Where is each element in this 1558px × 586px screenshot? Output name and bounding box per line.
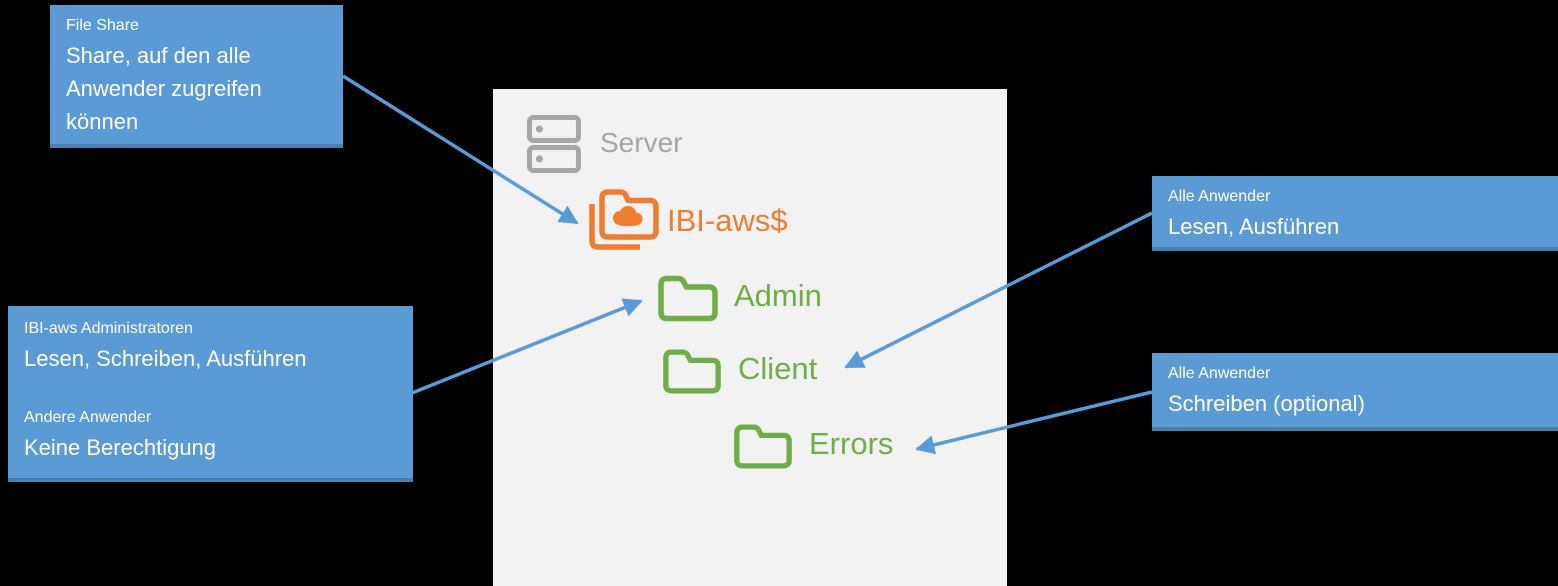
callout-section-title: Andere Anwender bbox=[24, 409, 152, 426]
folder-errors-icon bbox=[734, 424, 792, 469]
callout-section-body: Keine Berechtigung bbox=[24, 435, 217, 460]
server-icon bbox=[527, 115, 581, 173]
callout-body: Share, auf den alle Anwender zugreifen k… bbox=[66, 43, 262, 134]
folder-admin-icon bbox=[658, 275, 718, 322]
callout-title: Alle Anwender bbox=[1168, 365, 1271, 382]
shared-cloud-folder-icon bbox=[589, 189, 659, 250]
folder-admin-label: Admin bbox=[734, 278, 822, 313]
callout-errors-permissions: Alle Anwender Schreiben (optional) bbox=[1152, 353, 1558, 431]
callout-section-body: Lesen, Schreiben, Ausführen bbox=[24, 346, 307, 371]
callout-body: Lesen, Ausführen bbox=[1168, 214, 1340, 239]
folder-errors-label: Errors bbox=[809, 426, 894, 461]
folder-client-icon bbox=[663, 349, 721, 394]
callout-section-title: IBI-aws Administratoren bbox=[24, 320, 193, 337]
callout-title: File Share bbox=[66, 17, 139, 34]
callout-title: Alle Anwender bbox=[1168, 188, 1271, 205]
callout-spacer bbox=[24, 375, 397, 405]
callout-admin-permissions: IBI-aws Administratoren Lesen, Schreiben… bbox=[8, 306, 413, 482]
cloud-icon bbox=[613, 206, 643, 226]
folder-client-label: Client bbox=[738, 351, 818, 386]
server-label: Server bbox=[600, 127, 683, 158]
callout-client-permissions: Alle Anwender Lesen, Ausführen bbox=[1152, 176, 1558, 251]
share-label: IBI-aws$ bbox=[667, 203, 788, 238]
callout-file-share: File Share Share, auf den alle Anwender … bbox=[50, 5, 343, 148]
callout-body: Schreiben (optional) bbox=[1168, 391, 1365, 416]
